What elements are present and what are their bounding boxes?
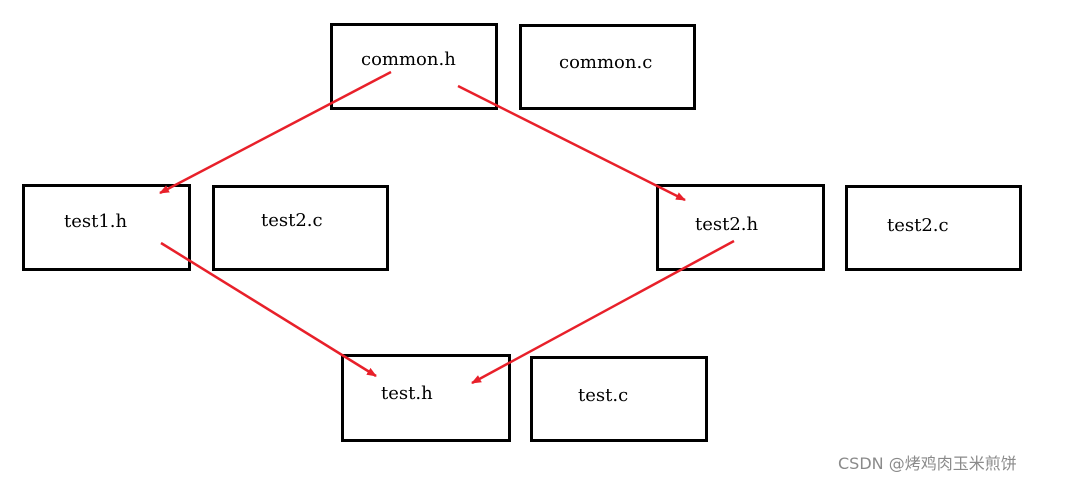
arrow-test1-h-to-test-h bbox=[160, 241, 377, 378]
test2-h-label: test2.h bbox=[695, 214, 759, 235]
watermark: CSDN @烤鸡肉玉米煎饼 bbox=[838, 454, 1017, 473]
test-h-label: test.h bbox=[381, 383, 433, 404]
test1-h-box bbox=[22, 184, 191, 271]
arrow-test2-h-to-test-h bbox=[471, 239, 735, 385]
arrow-common-h-to-test1-h bbox=[159, 70, 392, 195]
common-h-label: common.h bbox=[361, 49, 456, 70]
test2-c-left-box bbox=[212, 185, 389, 271]
test2-c-right-box bbox=[845, 185, 1022, 271]
arrow-common-h-to-test2-h bbox=[457, 84, 686, 202]
test-c-box bbox=[530, 356, 708, 442]
test-c-label: test.c bbox=[578, 385, 629, 406]
common-c-label: common.c bbox=[559, 52, 653, 73]
common-c-box bbox=[519, 24, 696, 110]
test2-c-left-label: test2.c bbox=[261, 210, 323, 231]
common-h-box bbox=[330, 23, 498, 110]
test1-h-label: test1.h bbox=[64, 211, 128, 232]
test2-c-right-label: test2.c bbox=[887, 215, 949, 236]
